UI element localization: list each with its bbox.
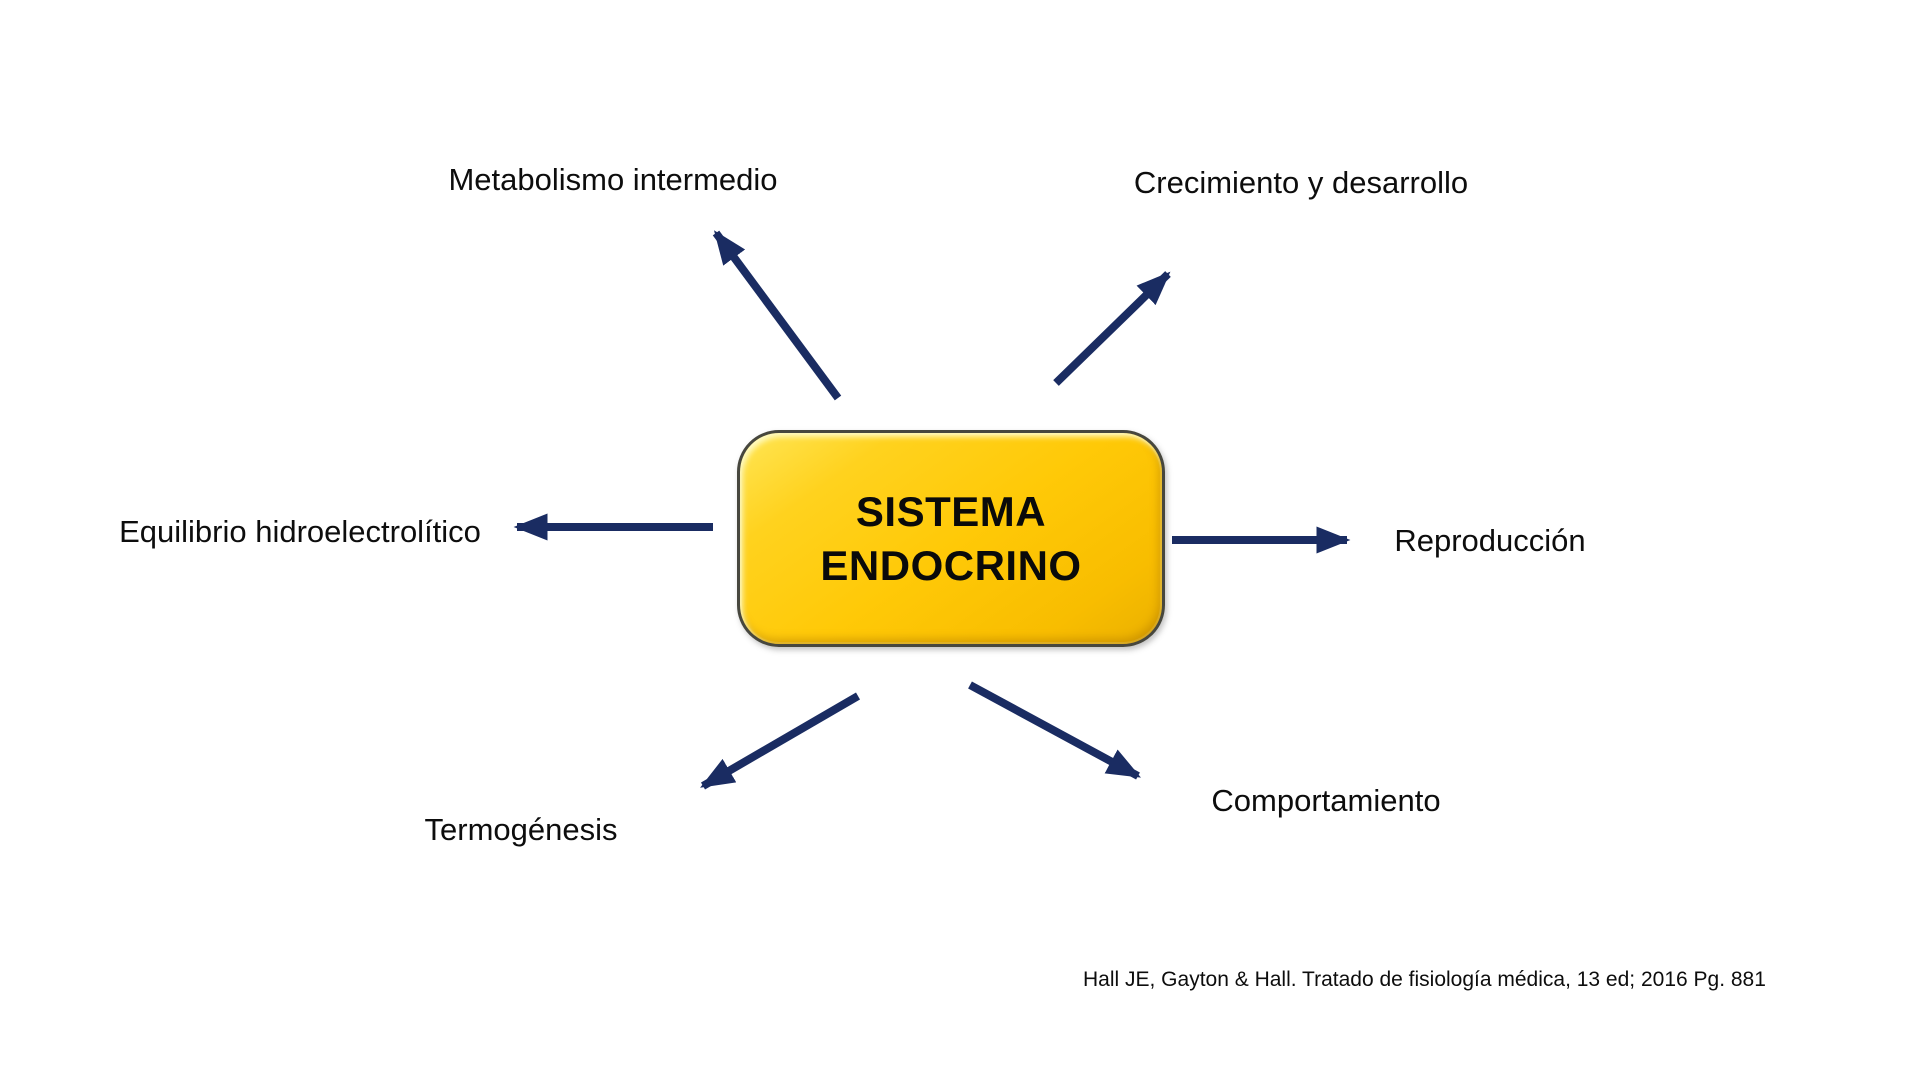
arrow-to-crecimiento: [1053, 271, 1171, 386]
node-label-reproduccion: Reproducción: [1394, 523, 1586, 558]
arrow-to-metabolismo: [712, 230, 842, 401]
node-label-equilibrio: Equilibrio hidroelectrolítico: [119, 514, 481, 549]
central-node-sistema-endocrino: SISTEMA ENDOCRINO: [737, 430, 1165, 647]
central-node-title-line2: ENDOCRINO: [820, 541, 1082, 589]
central-node-title-line1: SISTEMA: [855, 487, 1047, 535]
citation: Hall JE, Gayton & Hall. Tratado de fisio…: [1083, 968, 1766, 991]
arrow-to-comportamiento: [968, 681, 1141, 780]
node-label-metabolismo: Metabolismo intermedio: [448, 162, 778, 197]
arrow-to-termogenesis: [700, 692, 861, 790]
node-label-crecimiento: Crecimiento y desarrollo: [1133, 165, 1469, 200]
node-label-comportamiento: Comportamiento: [1211, 783, 1441, 818]
node-label-termogenesis: Termogénesis: [424, 812, 618, 847]
